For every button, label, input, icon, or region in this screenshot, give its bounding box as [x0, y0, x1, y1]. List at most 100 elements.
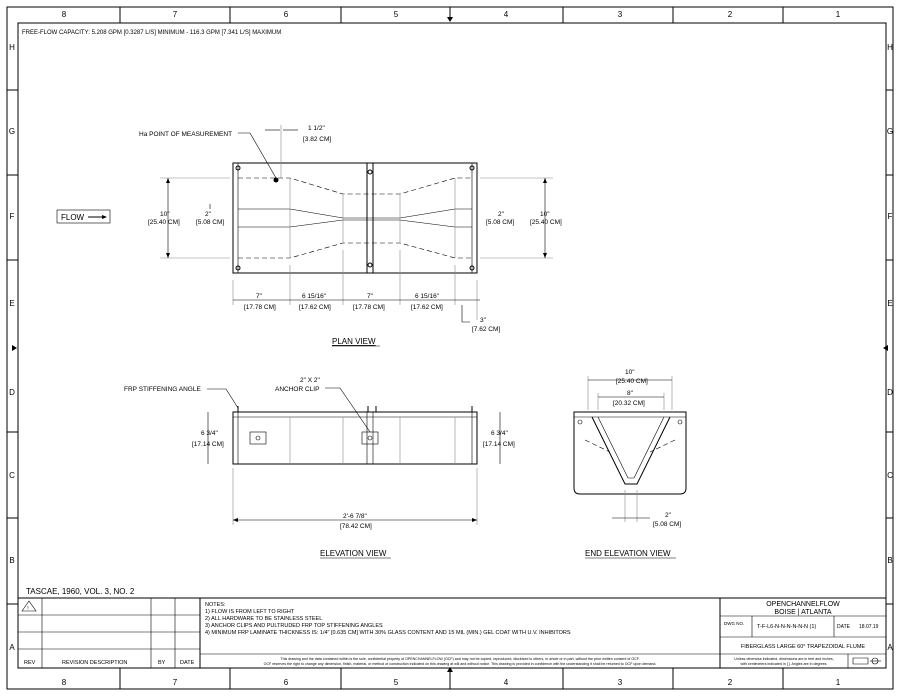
note-4: 4) MINIMUM FRP LAMINATE THICKNESS IS: 1/… [205, 630, 571, 636]
end-dim-cm: [7.62 CM] [472, 326, 500, 333]
col-label: 5 [394, 678, 399, 687]
col-label: 1 [836, 678, 841, 687]
width-left-cm: [25.40 CM] [148, 219, 180, 226]
ha-dim: 1 1/2" [308, 125, 325, 132]
notes-block: NOTES: 1) FLOW IS FROM LEFT TO RIGHT 2) … [200, 602, 720, 666]
throat-right-cm: [5.08 CM] [486, 219, 514, 226]
row-label: B [887, 556, 892, 565]
height-left: 6 3/4" [201, 430, 218, 437]
row-label: D [9, 388, 15, 397]
plan-view-title: PLAN VIEW [332, 337, 376, 346]
seg2-cm: [17.62 CM] [299, 304, 331, 311]
col-label: 1 [836, 10, 841, 19]
date-header: DATE [180, 660, 195, 666]
capacity-note: FREE-FLOW CAPACITY: 5.208 GPM [0.3287 L/… [22, 30, 281, 36]
confidential-2: OCF reserves the right to change any dim… [264, 662, 657, 666]
ha-label: Ha POINT OF MEASUREMENT [139, 131, 232, 138]
warning-icon [21, 600, 37, 612]
plan-view: Ha POINT OF MEASUREMENT 1 1/2" [3.82 CM]… [139, 125, 562, 347]
clip-label: ANCHOR CLIP [275, 386, 319, 393]
width-left: 10" [160, 211, 170, 218]
zone-ticks [7, 7, 893, 689]
notes-heading: NOTES: [205, 602, 226, 608]
col-label: 3 [618, 678, 623, 687]
row-label: E [887, 299, 892, 308]
revision-block: ! REV REVISION DESCRIPTION BY DATE [17, 597, 887, 669]
center-mark-top [447, 17, 453, 22]
bottom-dim: 2" [665, 512, 672, 519]
flow-arrow-icon [102, 215, 107, 219]
company-name: OPENCHANNELFLOW [766, 601, 840, 608]
row-label: F [10, 212, 15, 221]
row-label: H [9, 43, 15, 52]
row-label: G [887, 127, 893, 136]
row-label: D [887, 388, 893, 397]
note-2: 2) ALL HARDWARE TO BE STAINLESS STEEL [205, 616, 322, 622]
description-header: REVISION DESCRIPTION [62, 660, 127, 666]
col-label: 7 [173, 10, 178, 19]
row-label: C [9, 471, 15, 480]
center-mark-right [883, 345, 888, 351]
flow-label: FLOW [61, 213, 85, 222]
throat-left-cm: [5.08 CM] [196, 219, 224, 226]
col-label: 8 [62, 10, 67, 19]
title-block: OPENCHANNELFLOW BOISE | ATLANTA DWG NO. … [719, 598, 886, 668]
clip-size: 2" X 2" [300, 377, 320, 384]
seg1: 7" [256, 293, 263, 300]
height-right-cm: [17.14 CM] [483, 441, 515, 448]
seg3-cm: [17.78 CM] [353, 304, 385, 311]
elevation-view: FRP STIFFENING ANGLE 2" X 2" ANCHOR CLIP… [124, 377, 515, 559]
seg2: 6 15/16" [302, 293, 327, 300]
row-label: H [887, 43, 893, 52]
rev-header: REV [24, 660, 36, 666]
units-note-2: with centimeters indicated in [ ]. Angle… [741, 662, 828, 666]
end-elevation-view: 10" [25.40 CM] 8" [20.32 CM] 2" [5.08 CM… [573, 369, 687, 559]
zone-labels: 8 7 6 5 4 3 2 1 8 7 6 5 4 3 2 1 H G F E … [9, 10, 893, 687]
width-right: 10" [540, 211, 550, 218]
confidential-1: This drawing and the data contained with… [280, 657, 639, 661]
length-dim-cm: [78.42 CM] [340, 523, 372, 530]
throat-left: 2" [205, 211, 212, 218]
mid-dim-cm: [20.32 CM] [613, 400, 645, 407]
row-label: A [887, 643, 893, 652]
units-note-1: Unless otherwise indicated, dimensions a… [734, 657, 833, 661]
length-dim: 2'-6 7/8" [343, 513, 367, 520]
seg4-cm: [17.62 CM] [411, 304, 443, 311]
dwg-number: T-F-L6-N-N-N-N-N-N (1) [757, 624, 816, 630]
throat-right: 2" [498, 211, 505, 218]
height-left-cm: [17.14 CM] [192, 441, 224, 448]
row-label: A [9, 643, 15, 652]
seg4: 6 15/16" [415, 293, 440, 300]
width-right-cm: [25.40 CM] [530, 219, 562, 226]
top-dim-cm: [25.40 CM] [616, 378, 648, 385]
col-label: 6 [284, 10, 289, 19]
row-label: B [9, 556, 14, 565]
flow-indicator: FLOW [56, 209, 111, 224]
col-label: 7 [173, 678, 178, 687]
end-elevation-view-title: END ELEVATION VIEW [585, 549, 671, 558]
dwg-label: DWG NO. [724, 621, 744, 626]
end-dim: 3" [480, 317, 487, 324]
col-label: 4 [504, 10, 509, 19]
ha-dim-metric: [3.82 CM] [303, 136, 331, 143]
col-label: 2 [728, 10, 733, 19]
center-mark-left [12, 345, 17, 351]
company-location: BOISE | ATLANTA [774, 609, 832, 616]
top-dim: 10" [625, 369, 635, 376]
col-label: 6 [284, 678, 289, 687]
col-label: 8 [62, 678, 67, 687]
height-right: 6 3/4" [491, 430, 508, 437]
row-label: E [9, 299, 14, 308]
row-label: C [887, 471, 893, 480]
col-label: 2 [728, 678, 733, 687]
row-label: G [9, 127, 15, 136]
svg-text:!: ! [27, 606, 28, 612]
seg1-cm: [17.78 CM] [244, 304, 276, 311]
stiffening-label: FRP STIFFENING ANGLE [124, 386, 201, 393]
col-label: 3 [618, 10, 623, 19]
note-3: 3) ANCHOR CLIPS AND PULTRUDED FRP TOP ST… [205, 623, 383, 629]
date-value: 18.07.19 [859, 624, 879, 630]
by-header: BY [158, 660, 166, 666]
reference-note: TASCAE, 1960, VOL. 3, NO. 2 [26, 587, 135, 596]
